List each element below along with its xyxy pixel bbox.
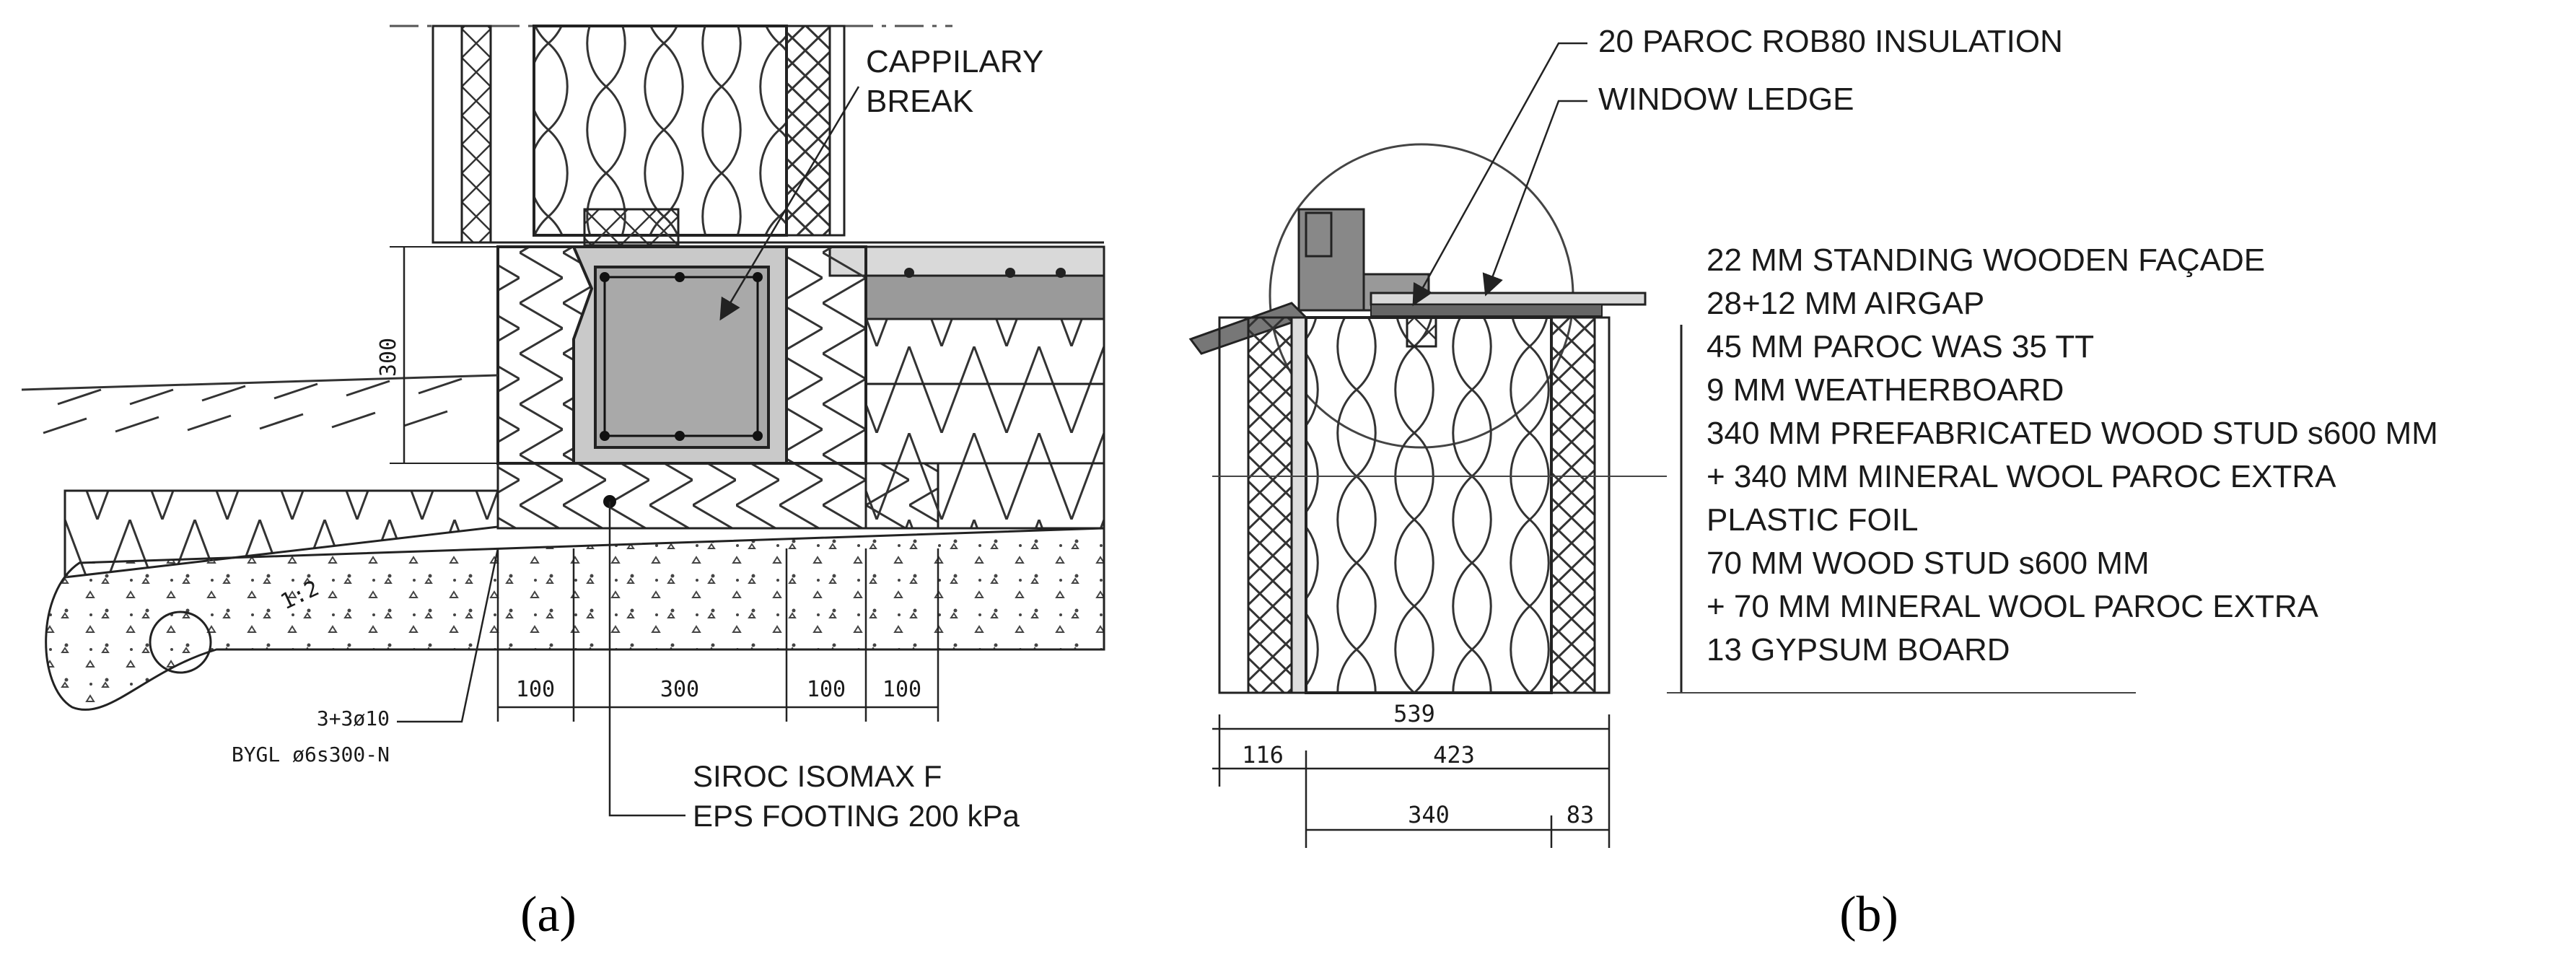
caption-b: (b): [1839, 887, 1898, 942]
ground-soil: [21, 374, 499, 434]
dim-100-b: 100: [807, 677, 846, 702]
capillary-break-label-1: CAPPILARY: [866, 44, 1043, 79]
svg-text:300: 300: [376, 338, 401, 377]
dim-539: 539: [1393, 700, 1435, 727]
dim-vertical: 300: [376, 246, 498, 464]
layer-8: 70 MM WOOD STUD s600 MM: [1707, 546, 2150, 581]
rebar-note-1: 3+3ø10: [317, 706, 390, 730]
concrete-beam: [594, 266, 770, 449]
window-ledge: [1370, 292, 1647, 306]
dim-bottom: [496, 548, 939, 722]
slab-insulation-upper: [864, 318, 1105, 385]
dim-83: 83: [1567, 801, 1595, 828]
layer-list: 22 MM STANDING WOODEN FAÇADE 28+12 MM AI…: [1707, 242, 2438, 668]
gravel-bed: [45, 527, 1105, 712]
wall-section: [1212, 316, 1667, 694]
slab-insulation-lower: [864, 382, 1105, 465]
footing-label-2: EPS FOOTING 200 kPa: [693, 799, 1020, 833]
caption-a: (a): [520, 887, 577, 942]
footing-label-1: SIROC ISOMAX F: [693, 759, 942, 793]
dim-300: 300: [660, 677, 699, 702]
dim-100-a: 100: [516, 677, 555, 702]
capillary-break-label-2: BREAK: [866, 84, 973, 119]
layer-7: PLASTIC FOIL: [1707, 502, 1918, 538]
ledge-label: WINDOW LEDGE: [1598, 82, 1854, 117]
dims-b: [1212, 714, 1611, 848]
layer-1: 22 MM STANDING WOODEN FAÇADE: [1707, 242, 2265, 278]
layer-5: 340 MM PREFABRICATED WOOD STUD s600 MM: [1707, 416, 2438, 451]
footing-insulation: [496, 462, 939, 530]
panel-b-wall-detail: 20 PAROC ROB80 INSULATION WINDOW LEDGE 2…: [1188, 24, 2438, 942]
upper-wall: [431, 25, 1104, 247]
layer-10: 13 GYPSUM BOARD: [1707, 632, 2010, 668]
layer-6: + 340 MM MINERAL WOOL PAROC EXTRA: [1707, 459, 2336, 494]
insulation-label: 20 PAROC ROB80 INSULATION: [1598, 24, 2063, 59]
rebar-note-2: BYGL ø6s300-N: [232, 743, 390, 766]
dim-116: 116: [1242, 741, 1284, 769]
drain-pipe: [149, 611, 212, 674]
layer-3: 45 MM PAROC WAS 35 TT: [1707, 329, 2094, 364]
panel-a-footing-detail: 1:2 300 100 300 100 100 3+3ø10 BYGL ø6s3…: [21, 25, 1105, 942]
layer-9: + 70 MM MINERAL WOOL PAROC EXTRA: [1707, 589, 2319, 624]
dim-340: 340: [1408, 801, 1450, 828]
layer-2: 28+12 MM AIRGAP: [1707, 286, 1984, 321]
layer-4: 9 MM WEATHERBOARD: [1707, 372, 2064, 408]
floor-slab-lower: [864, 274, 1105, 320]
dim-423: 423: [1433, 741, 1475, 769]
rebar: [600, 272, 763, 441]
dim-100-c: 100: [882, 677, 921, 702]
